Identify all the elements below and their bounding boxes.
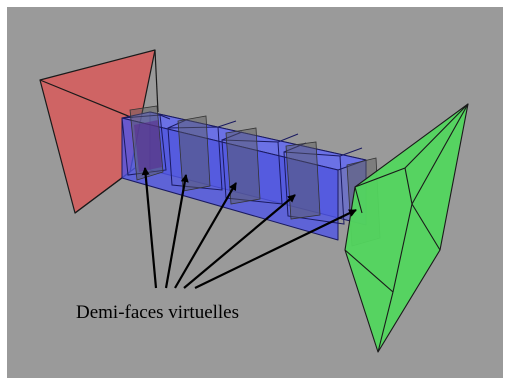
cube-1 bbox=[121, 114, 171, 176]
arrow bbox=[174, 182, 237, 289]
virtual-half-face bbox=[177, 115, 211, 192]
arrows bbox=[141, 167, 357, 289]
cube-3 bbox=[221, 131, 299, 205]
virtual-half-face bbox=[285, 141, 321, 220]
cube-4 bbox=[283, 142, 363, 225]
arrow bbox=[183, 194, 296, 289]
arrow bbox=[141, 167, 158, 289]
inner-face-overlap bbox=[134, 120, 162, 172]
cube-2 bbox=[167, 119, 237, 191]
arrow bbox=[194, 209, 357, 289]
arrow bbox=[164, 174, 189, 289]
caption-label: Demi-faces virtuelles bbox=[76, 302, 239, 323]
green-pyramid bbox=[344, 103, 469, 353]
